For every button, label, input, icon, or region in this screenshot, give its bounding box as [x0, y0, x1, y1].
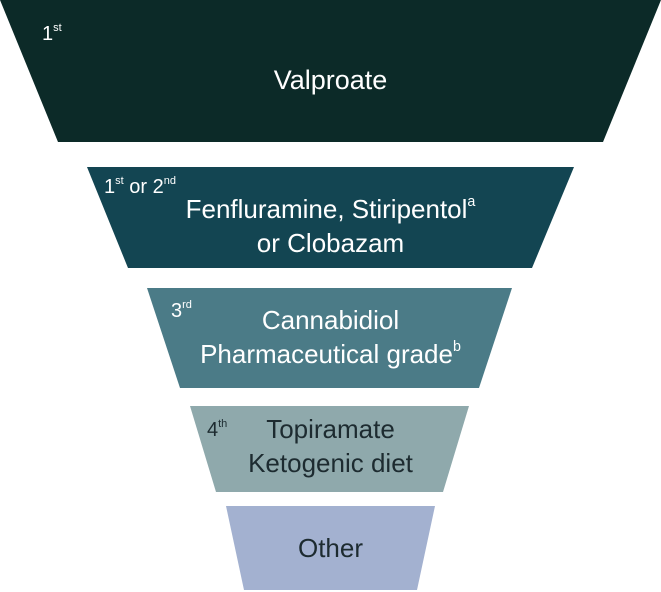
funnel-tier-shape	[226, 506, 435, 590]
tier-drug-label: Topiramate Ketogenic diet	[0, 412, 661, 480]
tier-drug-line: Cannabidiol	[261, 305, 400, 335]
funnel-tier-shape	[147, 288, 512, 388]
funnel-tier-first-line: 1st Valproate	[0, 0, 661, 142]
funnel-tier-third-line: 3rd Cannabidiol Pharmaceutical gradeb	[0, 288, 661, 388]
tier-rank-label: 1st	[42, 21, 62, 45]
funnel-tier-fourth-line: 4th Topiramate Ketogenic diet	[0, 406, 661, 492]
tier-drug-line: Fenfluramine, Stiripentola	[185, 194, 476, 224]
tier-drug-line: Pharmaceutical gradeb	[200, 339, 461, 369]
funnel-tier-shape	[87, 167, 574, 268]
tier-drug-line: Other	[297, 533, 364, 563]
tier-drug-line: or Clobazam	[256, 228, 405, 258]
funnel-tier-first-or-second-line: 1st or 2nd Fenfluramine, Stiripentola or…	[0, 167, 661, 268]
tier-drug-label: Other	[0, 531, 661, 565]
funnel-tier-shape	[190, 406, 469, 492]
tier-drug-label: Cannabidiol Pharmaceutical gradeb	[0, 303, 661, 371]
tier-drug-line: Valproate	[273, 65, 388, 95]
tier-drug-line: Topiramate	[266, 414, 395, 444]
tier-rank-label: 3rd	[171, 298, 192, 322]
funnel-tier-shape	[0, 0, 661, 142]
tier-rank-label: 1st or 2nd	[104, 174, 176, 198]
tier-drug-line: Ketogenic diet	[248, 448, 413, 478]
tier-drug-label: Valproate	[0, 63, 661, 97]
funnel-tier-other: Other	[0, 506, 661, 590]
tier-drug-label: Fenfluramine, Stiripentola or Clobazam	[0, 192, 661, 260]
tier-rank-label: 4th	[207, 417, 228, 441]
